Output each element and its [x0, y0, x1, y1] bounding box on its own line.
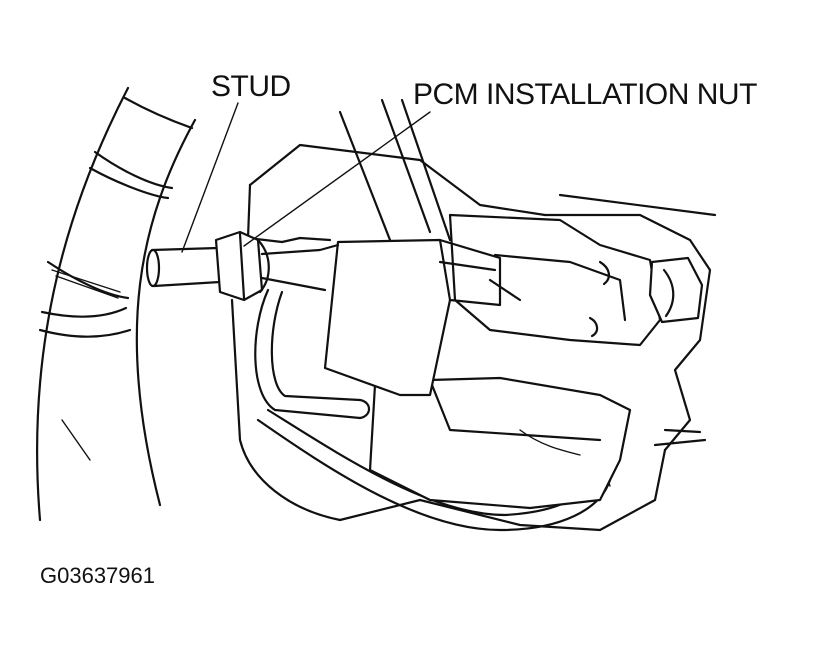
- upper-cables: [338, 98, 452, 242]
- stud: [145, 246, 222, 288]
- pcm-front-housing: [323, 238, 502, 397]
- bracket: [230, 143, 717, 532]
- left-hose: [35, 86, 197, 522]
- tube-loop: [254, 288, 371, 420]
- nut-leader-line: [243, 111, 431, 247]
- stud-label: STUD: [211, 70, 291, 103]
- right-nut: [648, 256, 704, 324]
- connector: [448, 213, 662, 347]
- pcm-installation-nut-label: PCM INSTALLATION NUT: [413, 78, 757, 111]
- installation-nut: [214, 230, 340, 302]
- leader-lines: [181, 102, 431, 253]
- pcm-body: [368, 376, 632, 510]
- stud-leader-line: [181, 102, 239, 253]
- figure-id: G03637961: [40, 563, 155, 588]
